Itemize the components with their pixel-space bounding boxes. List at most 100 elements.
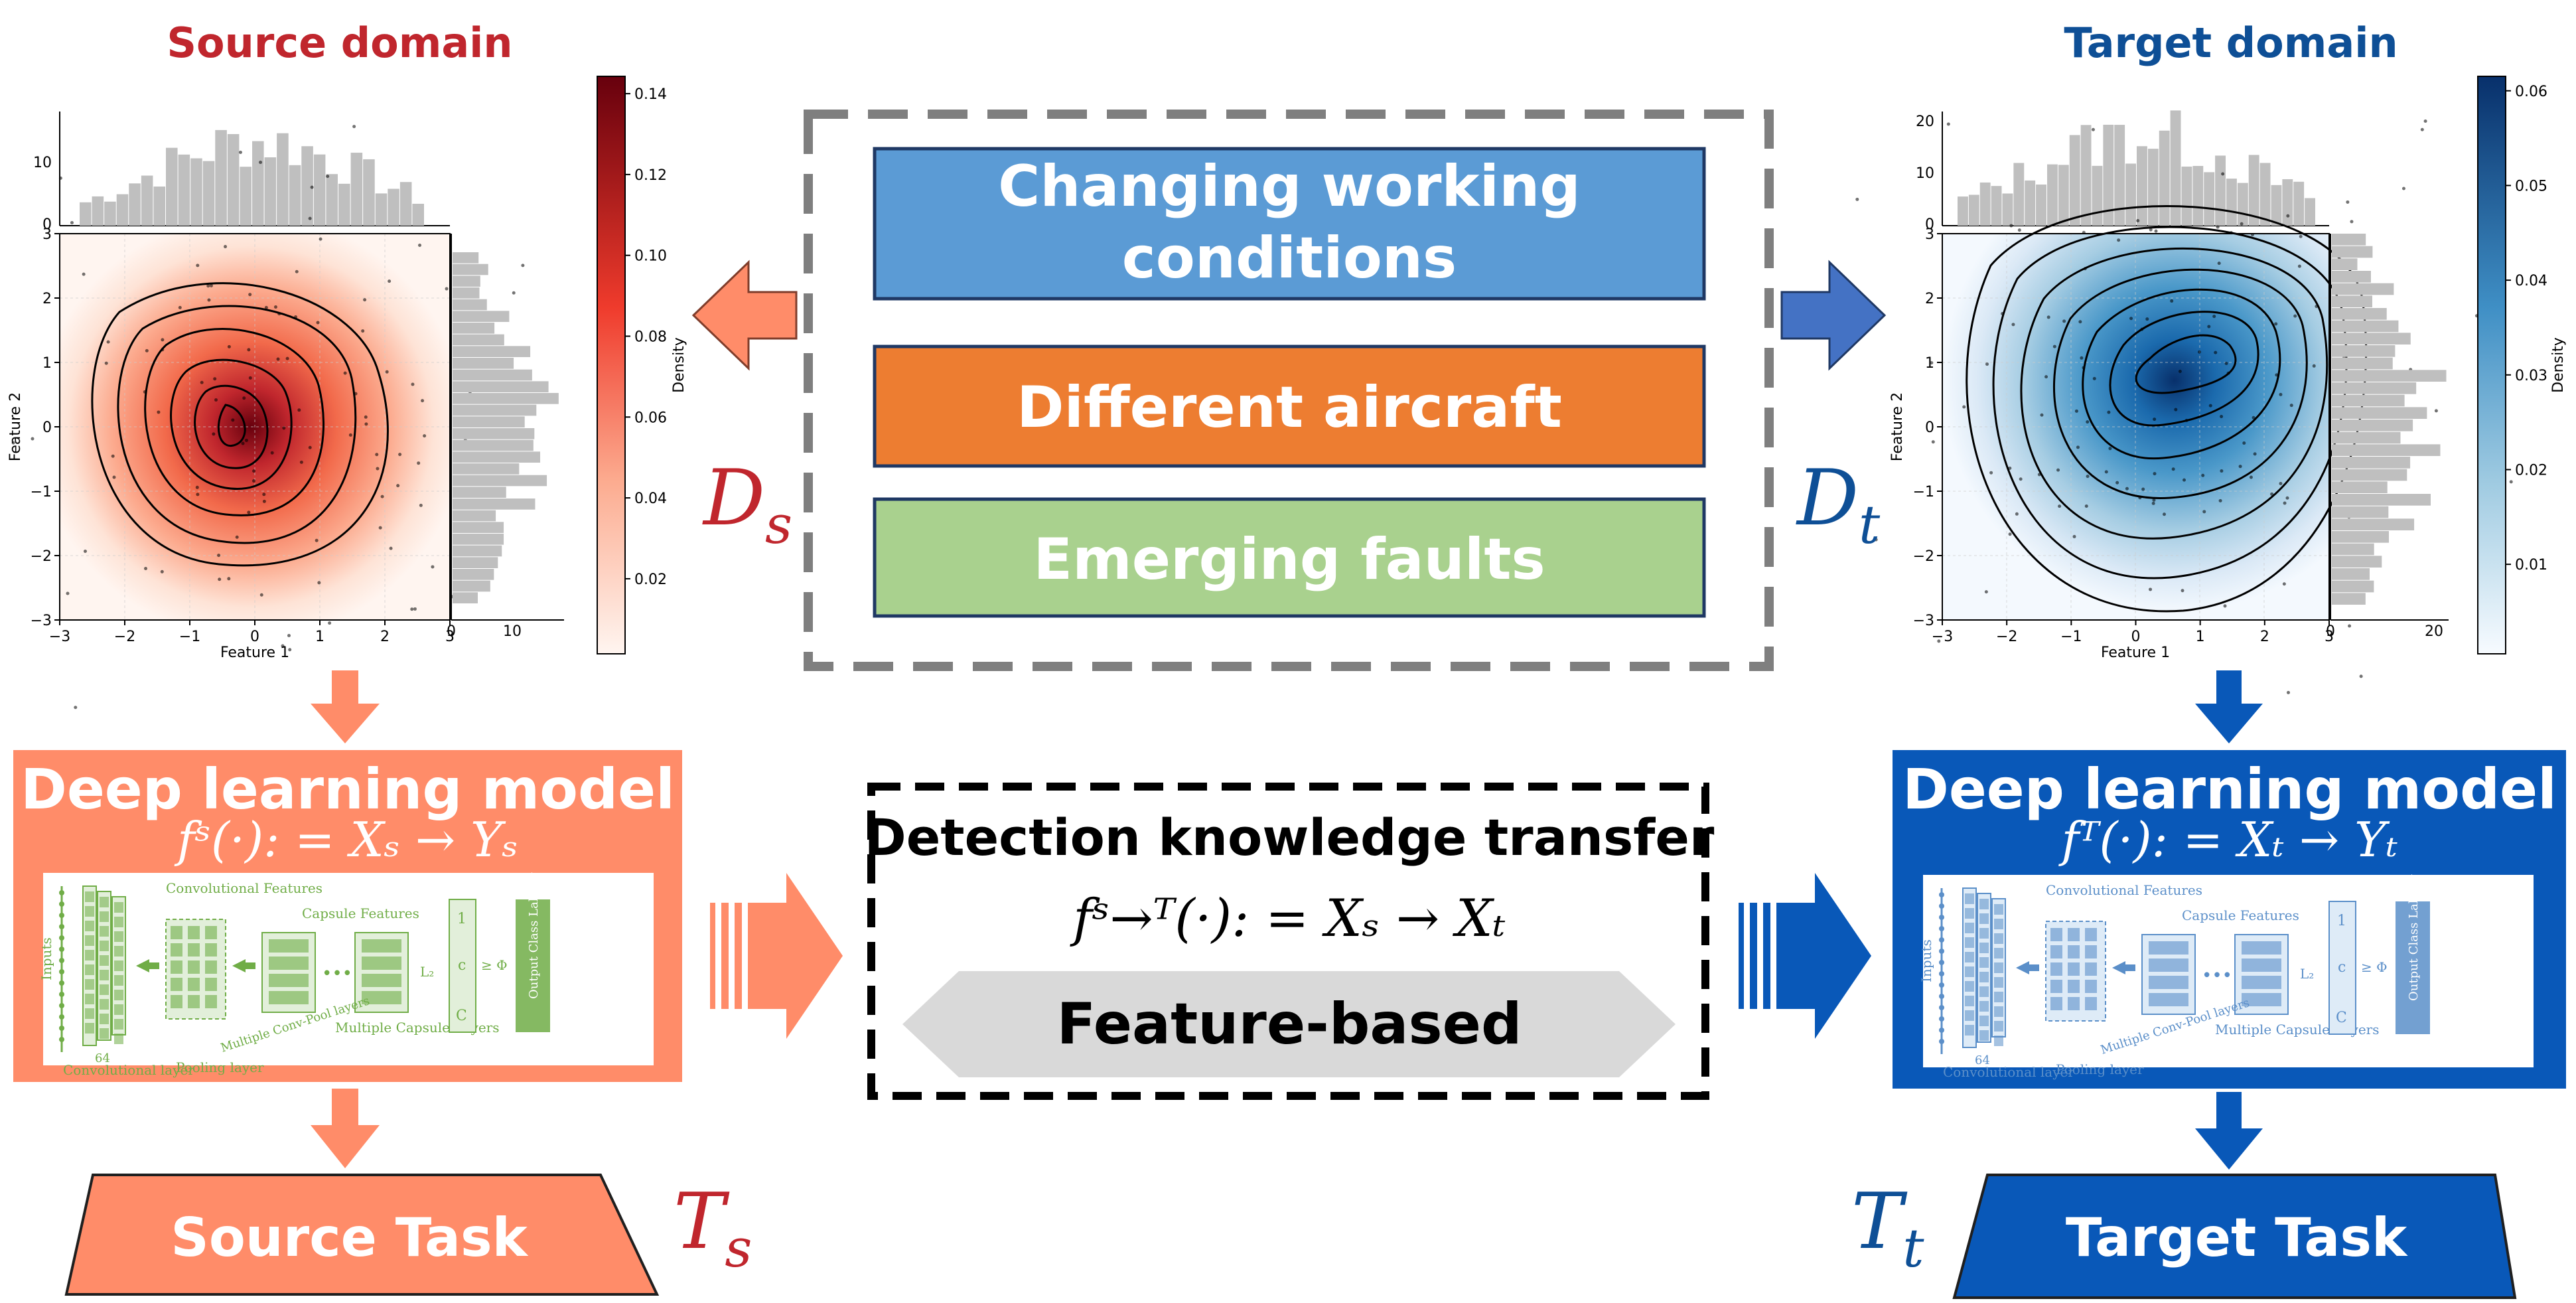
source-xlabel: Feature 1 — [220, 645, 289, 661]
y-tick-label: −3 — [1913, 613, 1934, 629]
target-colorbar — [2477, 76, 2506, 654]
x-tick-label: 1 — [2196, 629, 2205, 645]
source-task-arrow-icon — [311, 1089, 380, 1168]
src-top-tick-0: 0 — [42, 216, 52, 233]
target-ylabel: Feature 2 — [1889, 392, 1906, 461]
source-model-formula: fˢ(·): = Xₛ → Yₛ — [174, 812, 518, 868]
source-contours — [91, 282, 389, 567]
source-top-histogram — [80, 129, 424, 226]
network-inputs-label: Inputs — [1918, 939, 1934, 982]
x-tick-label: −1 — [2060, 629, 2082, 645]
x-tick-label: 3 — [445, 629, 455, 645]
target-domain-title: Target domain — [2064, 19, 2397, 67]
y-tick-label: 2 — [42, 291, 52, 307]
network-conv-layer-label: Convolutional layer — [1943, 1064, 2074, 1080]
source-down-arrow-icon — [311, 670, 380, 743]
x-tick-label: 3 — [2325, 629, 2334, 645]
network-c-label: c — [2338, 959, 2346, 976]
src-right-tick-0: 0 — [447, 623, 456, 640]
network-capsule-features-label: Capsule Features — [2182, 907, 2299, 923]
tgt-top-tick-20: 20 — [1916, 114, 1934, 130]
target-right-histogram — [2332, 234, 2447, 605]
domain-shift-box — [804, 110, 1774, 671]
colorbar-tick-label: 0.14 — [634, 86, 667, 103]
transfer-formula: fˢ→ᵀ(·): = Xₛ → Xₜ — [1070, 889, 1506, 949]
network-l2-label: L₂ — [2300, 966, 2314, 982]
src-right-tick-10: 10 — [503, 623, 522, 640]
target-task-label: Target Task — [2066, 1207, 2408, 1268]
y-tick-label: −1 — [31, 484, 52, 500]
x-tick-label: −3 — [1932, 629, 1953, 645]
network-output-label: Output Class Label y — [2407, 874, 2421, 1001]
colorbar-tick-label: 0.06 — [634, 410, 667, 426]
x-tick-label: 2 — [380, 629, 390, 645]
colorbar-tick-label: 0.04 — [634, 491, 667, 507]
colorbar-tick-label: 0.02 — [2515, 462, 2547, 479]
source-domain-title: Source domain — [167, 19, 512, 67]
target-down-arrow-icon — [2195, 670, 2263, 743]
network-one-label: 1 — [457, 911, 466, 927]
source-right-histogram — [453, 252, 559, 603]
y-tick-label: −1 — [1913, 484, 1934, 500]
source-task-label: Source Task — [171, 1207, 528, 1268]
target-task-arrow-icon — [2195, 1092, 2263, 1170]
tgt-top-tick-0: 0 — [1925, 216, 1934, 233]
feature-based-label: Feature-based — [1056, 991, 1522, 1057]
emerging-faults-box — [873, 497, 1706, 618]
changing-conditions-box — [873, 147, 1706, 301]
source-ylabel: Feature 2 — [7, 392, 24, 461]
source-domain-symbol: Ds — [702, 453, 792, 556]
x-tick-label: 2 — [2260, 629, 2269, 645]
feature-based-banner — [902, 971, 1676, 1077]
network-phi-label: ≥ Φ — [2361, 959, 2388, 975]
tgt-right-tick-0: 0 — [2326, 623, 2335, 640]
different-aircraft-box — [873, 345, 1706, 468]
network-phi-label: ≥ Φ — [481, 957, 508, 973]
y-tick-label: 1 — [1925, 355, 1934, 372]
network-pooling-layer-label: Pooling layer — [2056, 1061, 2144, 1077]
network-width-label: 64 — [95, 1051, 110, 1065]
x-tick-label: −3 — [49, 629, 70, 645]
network-conv-features-label: Convolutional Features — [166, 880, 322, 896]
source-colorbar-label: Density — [671, 337, 687, 393]
x-tick-label: 1 — [315, 629, 324, 645]
y-tick-label: 3 — [1925, 226, 1934, 243]
network-ellipsis: ••• — [322, 964, 352, 984]
network-pooling-layer-label: Pooling layer — [176, 1059, 264, 1075]
colorbar-tick-label: 0.05 — [2515, 178, 2547, 194]
left-arrow-icon — [691, 260, 798, 371]
y-tick-label: 0 — [1925, 420, 1934, 436]
network-c-label: c — [458, 957, 466, 974]
y-tick-label: 0 — [42, 420, 52, 436]
source-task-symbol: Ts — [674, 1177, 752, 1279]
different-aircraft-label: Different aircraft — [1017, 374, 1562, 441]
x-tick-label: −2 — [114, 629, 135, 645]
x-tick-label: −1 — [179, 629, 200, 645]
y-tick-label: −2 — [1913, 548, 1934, 565]
network-width-label: 64 — [1975, 1053, 1990, 1067]
tgt-top-tick-10: 10 — [1916, 165, 1934, 182]
changing-conditions-label-2: conditions — [1122, 225, 1457, 291]
colorbar-tick-label: 0.06 — [2515, 84, 2547, 100]
x-tick-label: −2 — [1996, 629, 2017, 645]
colorbar-tick-label: 0.08 — [634, 329, 667, 346]
y-tick-label: 3 — [42, 226, 52, 243]
target-domain-symbol: Dt — [1796, 453, 1881, 556]
tgt-right-tick-20: 20 — [2425, 623, 2443, 640]
colorbar-tick-label: 0.10 — [634, 248, 667, 265]
target-model-title: Deep learning model — [1902, 757, 2557, 822]
network-conv-layer-label: Convolutional layer — [63, 1062, 194, 1078]
target-model-formula: fᵀ(·): = Xₜ → Yₜ — [2058, 812, 2398, 868]
network-one-label: 1 — [2337, 913, 2346, 929]
source-task-box — [64, 1174, 660, 1296]
source-model-title: Deep learning model — [21, 757, 675, 822]
y-tick-label: −2 — [31, 548, 52, 565]
network-big-c-label: C — [456, 1008, 467, 1024]
network-conv-features-label: Convolutional Features — [2046, 882, 2202, 898]
right-arrow-icon — [1780, 260, 1887, 371]
y-tick-label: 1 — [42, 355, 52, 372]
